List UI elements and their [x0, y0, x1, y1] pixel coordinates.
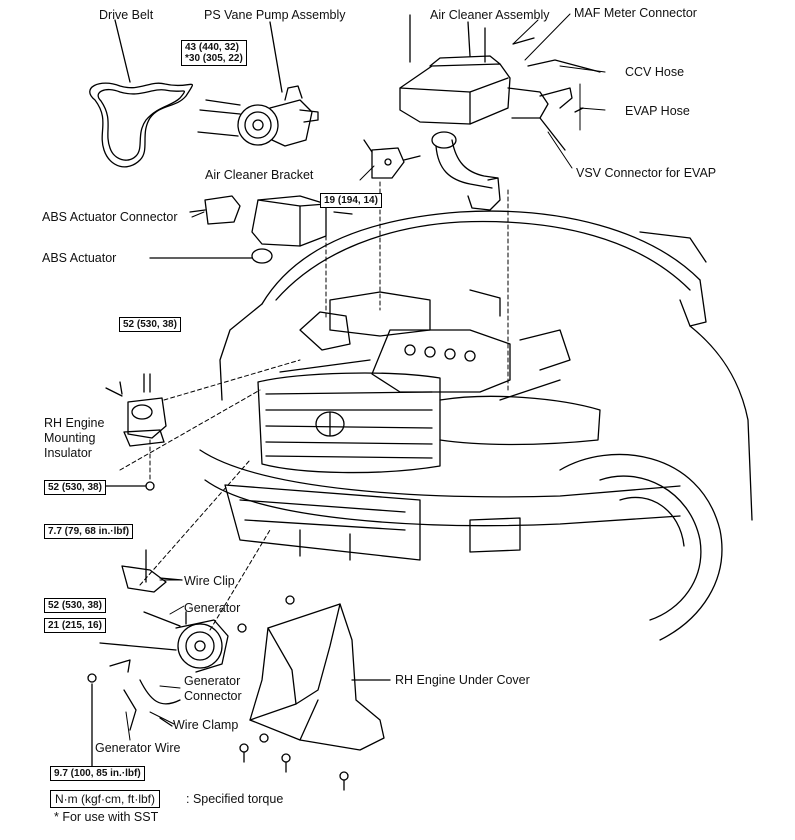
- rh-engine-under-cover-drawing: [237, 595, 391, 791]
- air-cleaner-drawing: [399, 14, 601, 211]
- rh-engine-mount-drawing: [79, 373, 167, 491]
- label-ps-vane-pump: PS Vane Pump Assembly: [204, 8, 346, 22]
- label-generator-wire: Generator Wire: [95, 741, 181, 755]
- ps-vane-pump-drawing: [197, 21, 319, 147]
- torque-generator-upper: 52 (530, 38): [44, 598, 106, 613]
- torque-generator-wire-nut: 9.7 (100, 85 in.·lbf): [50, 766, 145, 781]
- label-wire-clamp: Wire Clamp: [173, 718, 239, 732]
- label-maf-meter-connector: MAF Meter Connector: [574, 6, 697, 20]
- label-air-cleaner-assembly: Air Cleaner Assembly: [430, 8, 550, 22]
- torque-ps-pump: 43 (440, 32) *30 (305, 22): [181, 40, 247, 66]
- drive-belt-drawing: [89, 19, 193, 168]
- label-generator: Generator: [184, 601, 241, 615]
- torque-mount-top: 52 (530, 38): [119, 317, 181, 332]
- legend-unit-box: N·m (kgf·cm, ft·lbf): [50, 790, 160, 808]
- air-cleaner-bracket-drawing: [363, 139, 421, 179]
- label-abs-actuator: ABS Actuator: [42, 251, 117, 265]
- torque-ps-pump-line1: 43 (440, 32): [185, 42, 239, 53]
- abs-actuator-drawing: [149, 195, 353, 264]
- label-evap-hose: EVAP Hose: [625, 104, 690, 118]
- label-generator-connector-line1: Generator: [184, 674, 241, 688]
- label-drive-belt: Drive Belt: [99, 8, 154, 22]
- label-leader-lines: [125, 13, 606, 741]
- installation-leader-lines: [119, 181, 509, 631]
- label-generator-connector-line2: Connector: [184, 689, 242, 703]
- torque-ps-pump-line2: *30 (305, 22): [185, 53, 243, 64]
- label-abs-actuator-connector: ABS Actuator Connector: [42, 210, 178, 224]
- torque-mount-bottom: 52 (530, 38): [44, 480, 106, 495]
- label-vsv-connector: VSV Connector for EVAP: [576, 166, 717, 180]
- label-rh-engine-under-cover: RH Engine Under Cover: [395, 673, 530, 687]
- torque-wire-clip-bolt: 7.7 (79, 68 in.·lbf): [44, 524, 134, 539]
- label-rh-engine-mounting-line2: Mounting: [44, 431, 96, 445]
- legend-unit-text: : Specified torque: [186, 792, 284, 806]
- label-rh-engine-mounting-line3: Insulator: [44, 446, 92, 460]
- legend-sst-note: * For use with SST: [54, 810, 159, 824]
- torque-bracket: 19 (194, 14): [320, 193, 382, 208]
- vehicle-front-drawing: [199, 210, 753, 641]
- label-wire-clip: Wire Clip: [184, 574, 235, 588]
- label-ccv-hose: CCV Hose: [625, 65, 685, 79]
- label-rh-engine-mounting-line1: RH Engine: [44, 416, 105, 430]
- torque-generator-lower: 21 (215, 16): [44, 618, 106, 633]
- label-air-cleaner-bracket: Air Cleaner Bracket: [205, 168, 314, 182]
